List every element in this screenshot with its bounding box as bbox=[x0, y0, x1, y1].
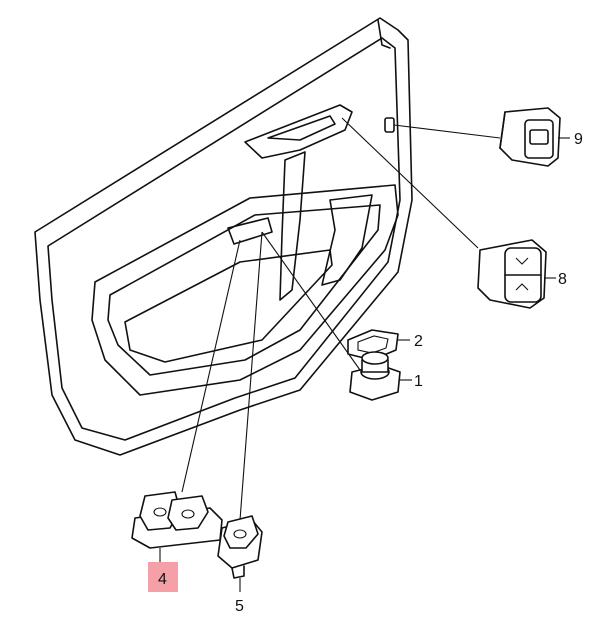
leader-lines bbox=[181, 117, 501, 521]
part-2-switch-bezel[interactable]: 2 bbox=[347, 329, 423, 361]
callout-label-8: 8 bbox=[558, 271, 567, 288]
part-1-mirror-switch[interactable]: 1 bbox=[349, 351, 423, 401]
part-9-dimmer-switch[interactable]: 9 bbox=[499, 107, 583, 167]
callout-label-9: 9 bbox=[574, 131, 583, 148]
callout-label-2: 2 bbox=[414, 333, 423, 350]
callout-label-1: 1 bbox=[414, 373, 423, 390]
part-4-window-switch-double[interactable]: 4 bbox=[131, 491, 223, 592]
callout-label-4: 4 bbox=[158, 571, 167, 588]
door-trim-panel bbox=[34, 17, 413, 456]
part-8-lock-switch[interactable]: 8 bbox=[477, 239, 567, 309]
part-5-window-switch-single[interactable]: 5 bbox=[217, 515, 263, 615]
callout-highlight-4 bbox=[148, 562, 178, 592]
callout-label-5: 5 bbox=[235, 598, 244, 615]
